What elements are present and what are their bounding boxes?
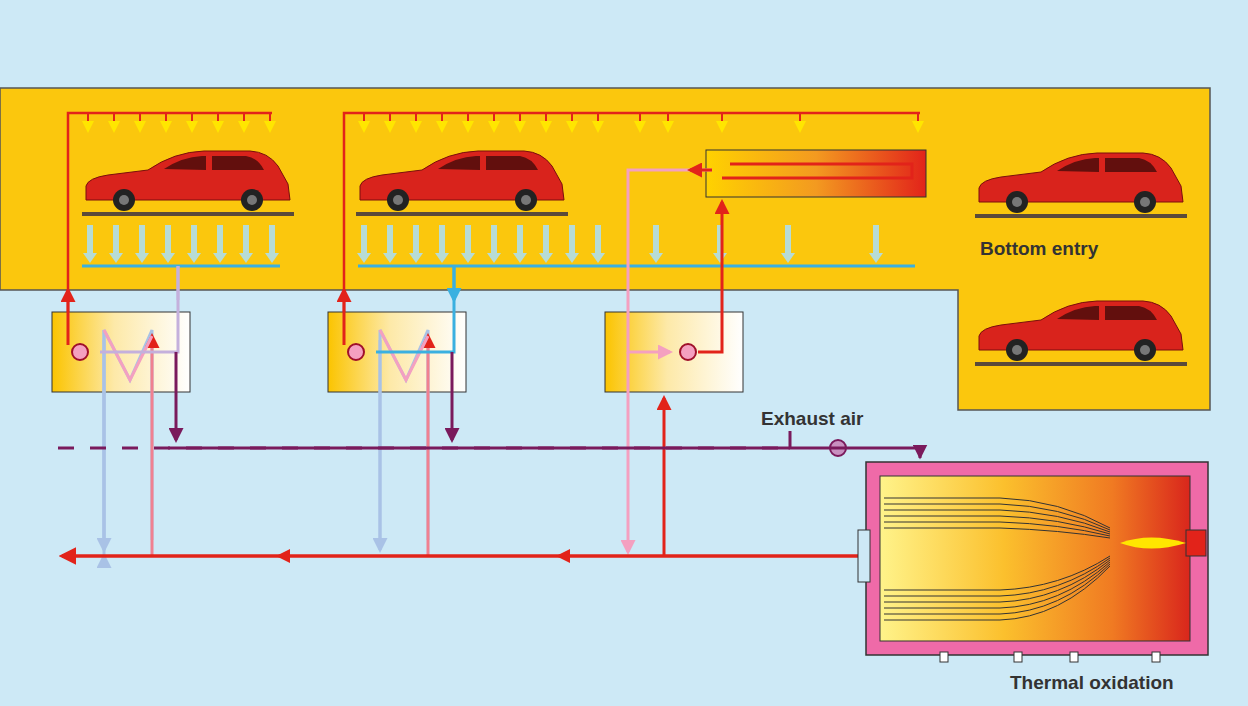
oxidizer-label: Thermal oxidation [1010, 672, 1174, 695]
paint-oven: Bottom entry [8, 88, 1210, 410]
edge-label: Exhaust air [758, 408, 866, 431]
thermal-oxidizer: Thermal oxidation [862, 458, 1212, 700]
oven-entry-label: Bottom entry [980, 238, 1098, 261]
